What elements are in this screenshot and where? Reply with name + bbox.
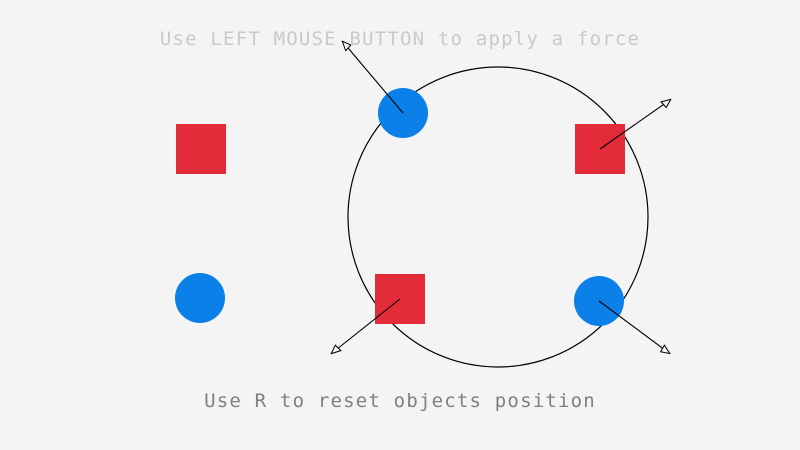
body-circle-free-left[interactable]	[175, 273, 225, 323]
hint-reset-objects: Use R to reset objects position	[204, 390, 596, 412]
body-square-free-left[interactable]	[176, 124, 226, 174]
force-vector-circle-orbit-top	[343, 42, 404, 114]
force-vector-square-orbit-bottom	[332, 298, 401, 353]
hint-apply-force: Use LEFT MOUSE BUTTON to apply a force	[159, 28, 641, 50]
orbit-circle	[347, 66, 649, 368]
force-vector-square-orbit-right	[599, 100, 670, 150]
force-vector-circle-orbit-bottomright	[598, 300, 669, 353]
